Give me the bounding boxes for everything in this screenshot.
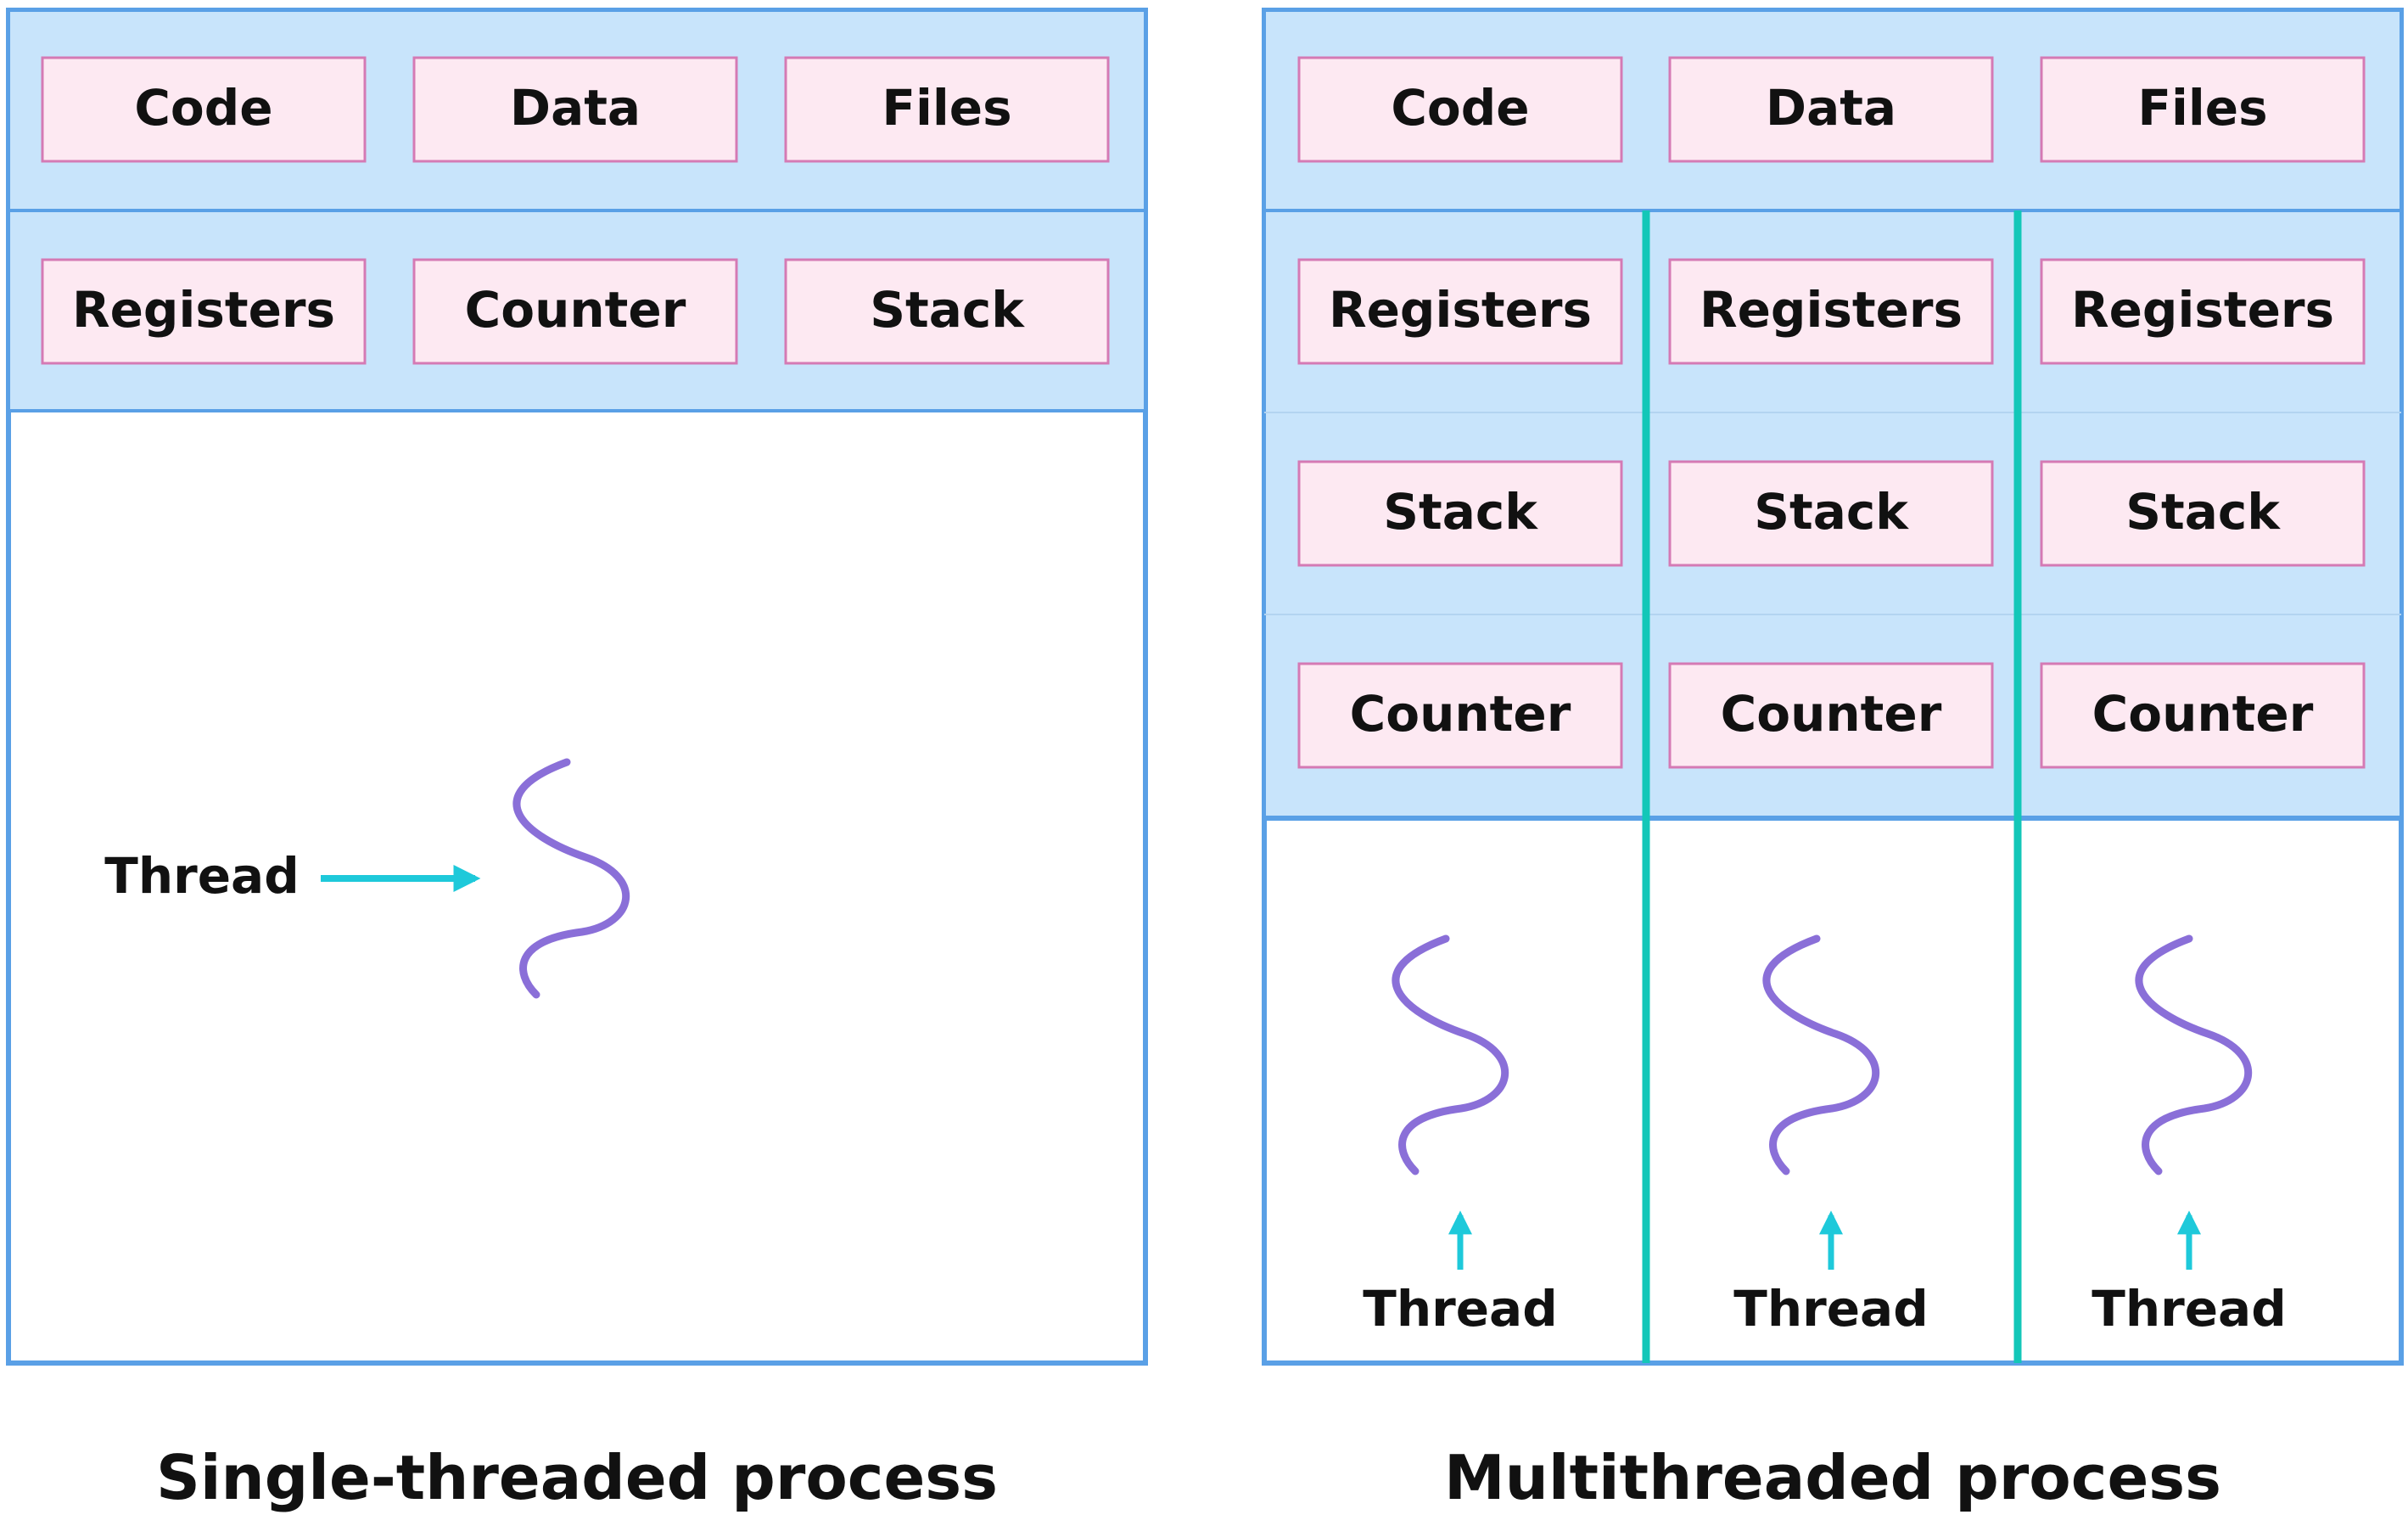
single-data-label: Data [510,79,641,137]
multi-counter-label: Counter [1350,685,1571,743]
single-counter-label: Counter [465,281,686,339]
multi-counter-box: Counter [1668,662,1994,769]
multi-data-box: Data [1668,56,1994,163]
multi-counter-label: Counter [2092,685,2314,743]
multi-registers-label: Registers [1700,281,1963,339]
multi-registers-box: Registers [2040,258,2366,365]
single-stack-label: Stack [870,281,1025,339]
multi-stack-box: Stack [1668,460,1994,567]
single-counter-box: Counter [412,258,738,365]
multi-counter-box: Counter [2040,662,2366,769]
single-caption: Single-threaded process [156,1442,998,1513]
multi-counter-label: Counter [1721,685,1942,743]
multi-code-label: Code [1391,79,1529,137]
single-thread-squiggle-icon [512,758,630,999]
multi-code-box: Code [1297,56,1623,163]
multi-stack-label: Stack [1754,483,1909,541]
multi-caption: Multithreaded process [1444,1442,2221,1513]
single-files-box: Files [784,56,1110,163]
multi-files-label: Files [2137,79,2267,137]
single-code-box: Code [41,56,367,163]
multi-thread-squiggle-icon [1762,934,1879,1175]
multi-registers-box: Registers [1668,258,1994,365]
multi-registers-label: Registers [2071,281,2334,339]
single-registers-box: Registers [41,258,367,365]
multi-registers-box: Registers [1297,258,1623,365]
single-code-label: Code [134,79,272,137]
single-data-box: Data [412,56,738,163]
multi-thread-squiggle-icon [2135,934,2252,1175]
multi-files-box: Files [2040,56,2366,163]
multi-stack-box: Stack [1297,460,1623,567]
multi-thread-area [1262,816,2404,1366]
single-thread-label: Thread [104,847,299,905]
multi-thread-column-3: Registers Stack Counter Thread [2040,258,2366,1338]
single-stack-box: Stack [784,258,1110,365]
multi-stack-box: Stack [2040,460,2366,567]
single-threaded-process: Code Data Files Registers Counter Stack … [6,8,1148,1366]
multi-thread-column-1: Registers Stack Counter Thread [1297,258,1623,1338]
multi-stack-label: Stack [2125,483,2281,541]
single-files-label: Files [882,79,1011,137]
multithreaded-process: Code Data Files Registers Stack Counter [1262,8,2404,1366]
multi-thread-column-2: Registers Stack Counter Thread [1668,258,1994,1338]
multi-registers-label: Registers [1329,281,1592,339]
multi-thread-label: Thread [1363,1280,1557,1338]
multi-thread-squiggle-icon [1392,934,1509,1175]
multi-thread-label: Thread [2092,1280,2286,1338]
multi-stack-label: Stack [1383,483,1538,541]
multi-data-label: Data [1766,79,1896,137]
multi-counter-box: Counter [1297,662,1623,769]
single-registers-label: Registers [72,281,335,339]
multi-thread-label: Thread [1733,1280,1928,1338]
